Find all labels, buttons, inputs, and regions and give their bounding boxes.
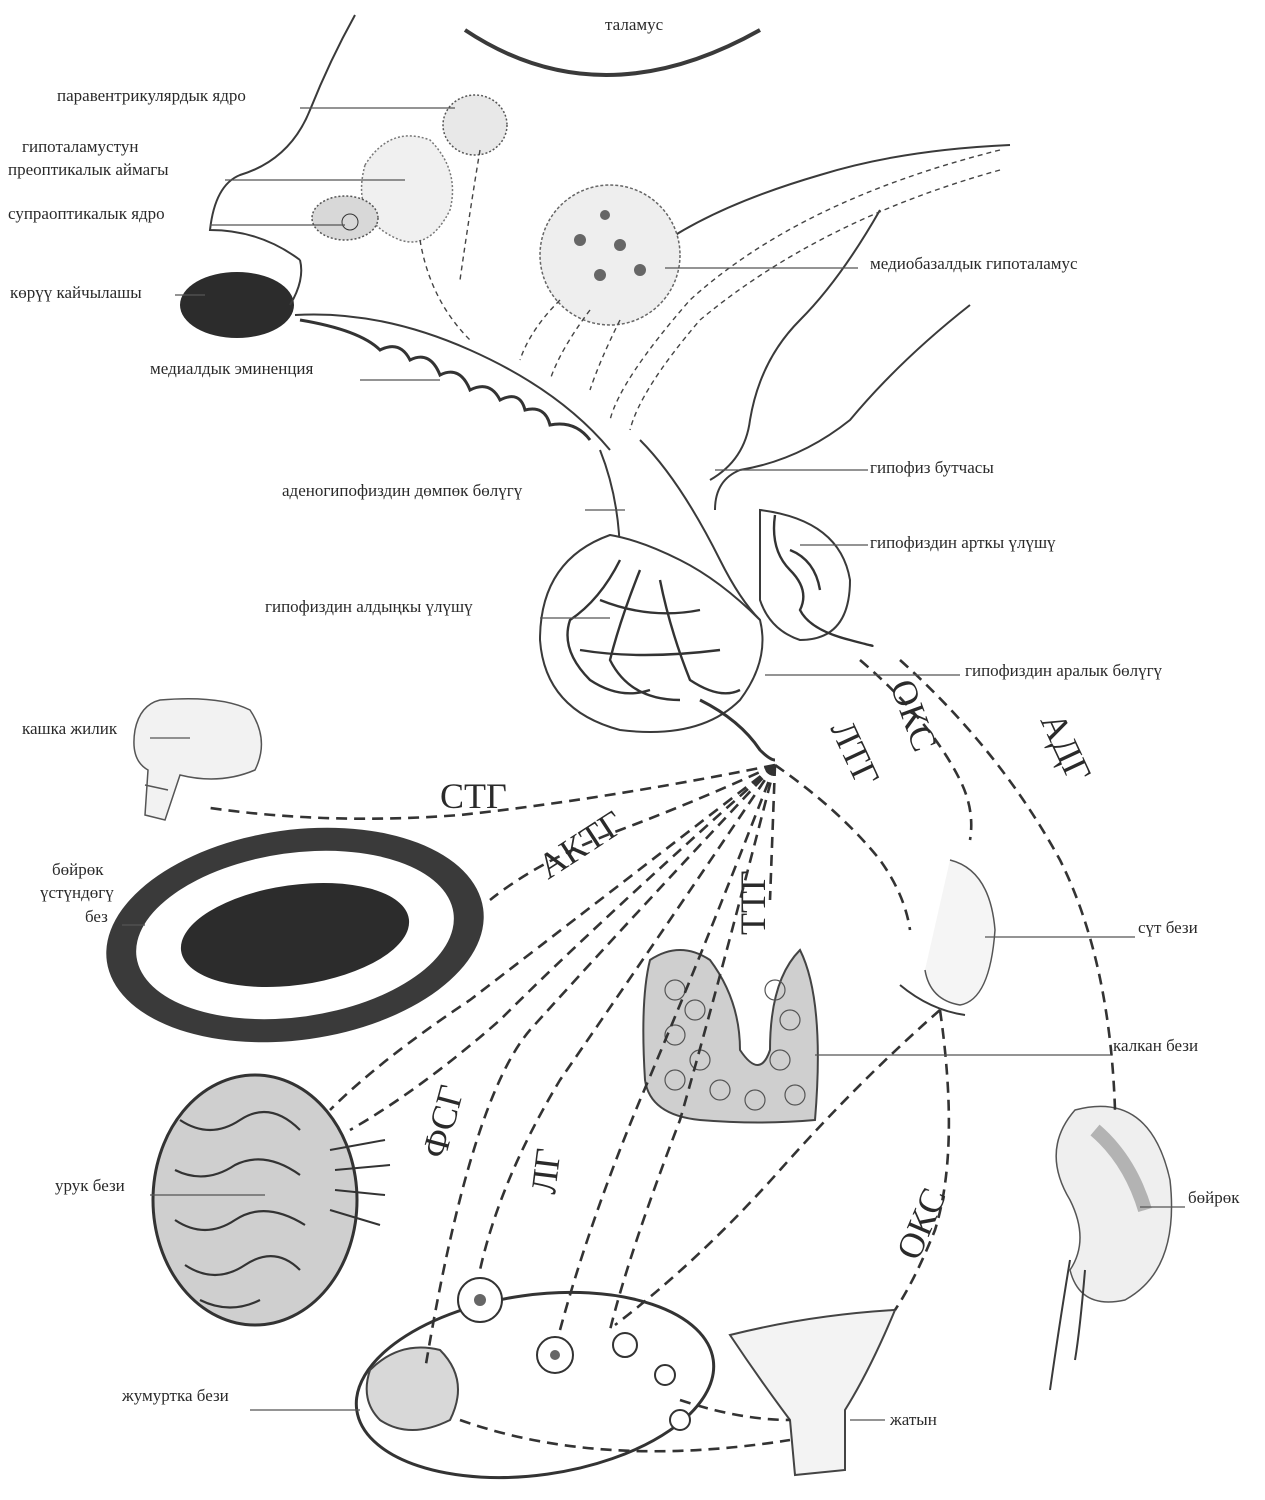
label-chiasm: көрүү кайчылашы: [10, 283, 142, 302]
pituitary-anterior-lobe: [540, 535, 763, 732]
label-mediobasal: медиобазалдык гипоталамус: [870, 254, 1078, 273]
supraoptic-nucleus: [312, 196, 378, 240]
label-paraventricular: паравентрикулярдык ядро: [57, 86, 246, 105]
label-intermediate: гипофиздин аралык бөлүгү: [965, 661, 1163, 680]
label-supraoptic: супраоптикалык ядро: [8, 204, 165, 223]
hormone-adg: АДГ: [1033, 706, 1099, 788]
hormone-fsg: ФСГ: [414, 1081, 472, 1162]
thyroid-gland: [643, 950, 818, 1123]
label-median-eminence: медиалдык эминенция: [150, 359, 314, 378]
thalamus-outline: [465, 30, 760, 75]
neurosecretory-fibers: [420, 150, 1000, 430]
hormone-oks-bottom: ОКС: [889, 1182, 954, 1265]
label-mammary: сүт бези: [1138, 918, 1198, 937]
label-adrenal-line2: үстүндөгү: [40, 883, 114, 902]
kidney: [1050, 1106, 1172, 1390]
label-thalamus: таламус: [605, 15, 664, 34]
label-adrenal-line3: без: [85, 907, 108, 926]
label-ovary: жумуртка бези: [121, 1386, 229, 1405]
label-posterior-lobe: гипофиздин арткы үлүшү: [870, 533, 1056, 552]
hormone-aktg: АКТГ: [531, 803, 631, 887]
hormone-ttg: ТТГ: [733, 870, 773, 935]
label-testis: урук бези: [55, 1176, 125, 1195]
label-stalk: гипофиз бутчасы: [870, 458, 994, 477]
label-preoptic-line2: преоптикалык аймагы: [8, 160, 169, 179]
label-adrenal-line1: бөйрөк: [52, 860, 104, 879]
label-bone: кашка жилик: [22, 719, 118, 738]
testis: [153, 1075, 390, 1325]
adrenal-gland: [92, 805, 498, 1066]
hormone-ltg: ЛТГ: [823, 714, 888, 792]
label-preoptic-line1: гипоталамустун: [22, 137, 138, 156]
bone: [134, 699, 262, 820]
optic-chiasm: [180, 272, 294, 338]
label-uterus: жатын: [889, 1410, 937, 1429]
label-thyroid: калкан бези: [1113, 1036, 1198, 1055]
hormone-oks-top: ОКС: [882, 674, 945, 756]
median-eminence-vessels: [300, 320, 590, 440]
uterus: [730, 1310, 895, 1475]
hormone-lg: ЛГ: [523, 1146, 568, 1196]
hormone-stg: СТГ: [440, 776, 507, 816]
label-tuberal: аденогипофиздин дөмпөк бөлүгү: [282, 481, 523, 500]
mammary-gland: [900, 860, 995, 1015]
third-ventricle-floor: [710, 210, 880, 480]
label-anterior-lobe: гипофиздин алдыңкы үлүшү: [265, 597, 473, 616]
mediobasal-nucleus: [540, 185, 680, 325]
ovary: [344, 1271, 726, 1499]
median-eminence-outline: [295, 314, 610, 450]
label-kidney: бөйрөк: [1188, 1188, 1240, 1207]
paraventricular-nucleus: [443, 95, 507, 155]
